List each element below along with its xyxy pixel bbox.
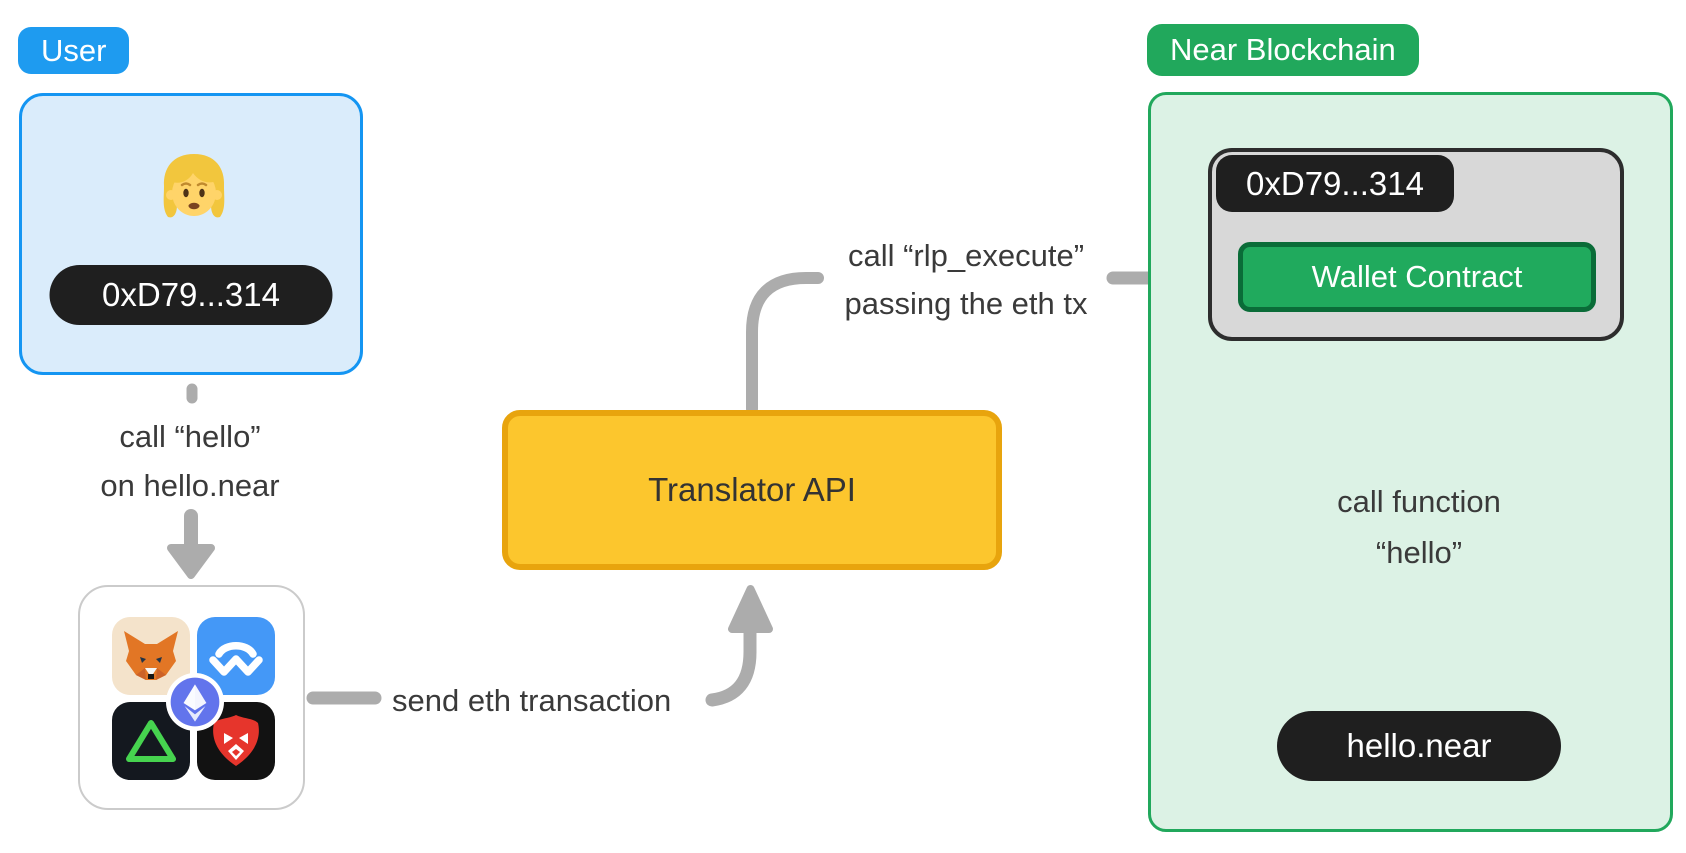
user-address-pill: 0xD79...314 bbox=[49, 265, 333, 325]
user-to-wallets-arrow-head bbox=[167, 544, 215, 579]
call-function-line1: call function bbox=[1337, 484, 1501, 519]
send-to-translator-arrow-head bbox=[728, 585, 773, 633]
near-address-pill: 0xD79...314 bbox=[1216, 155, 1454, 212]
person-emoji bbox=[163, 154, 225, 218]
green-triangle-wallet-icon bbox=[112, 702, 190, 780]
send-to-translator-curve bbox=[705, 621, 757, 707]
wallet-contract-button: Wallet Contract bbox=[1238, 242, 1596, 312]
send-eth-caption: send eth transaction bbox=[392, 683, 672, 718]
wallet-contract-label: Wallet Contract bbox=[1311, 259, 1523, 294]
account-box: 0xD79...314 Wallet Contract bbox=[1208, 148, 1624, 341]
user-box: 0xD79...314 bbox=[19, 93, 363, 375]
wallet-apps-box bbox=[78, 585, 305, 810]
near-blockchain-badge: Near Blockchain bbox=[1147, 24, 1419, 76]
metamask-fox-icon bbox=[112, 617, 190, 695]
rlp-execute-line2: passing the eth tx bbox=[844, 286, 1088, 321]
ethereum-icon bbox=[166, 673, 224, 731]
hello-near-pill: hello.near bbox=[1277, 711, 1561, 781]
translator-api-label: Translator API bbox=[648, 471, 856, 508]
user-badge: User bbox=[18, 27, 130, 74]
translator-api-box: Translator API bbox=[502, 410, 1002, 570]
brave-lion-icon bbox=[197, 702, 275, 780]
call-function-line2: “hello” bbox=[1375, 535, 1463, 570]
call-function-caption: call function “hello” bbox=[1219, 476, 1619, 578]
call-hello-caption: call “hello” on hello.near bbox=[0, 412, 380, 510]
rlp-execute-caption: call “rlp_execute” passing the eth tx bbox=[790, 232, 1142, 328]
call-hello-line1: call “hello” bbox=[119, 419, 261, 454]
walletconnect-icon bbox=[197, 617, 275, 695]
call-hello-line2: on hello.near bbox=[100, 468, 280, 503]
near-blockchain-box: 0xD79...314 Wallet Contract call functio… bbox=[1148, 92, 1673, 832]
rlp-execute-line1: call “rlp_execute” bbox=[847, 238, 1085, 273]
